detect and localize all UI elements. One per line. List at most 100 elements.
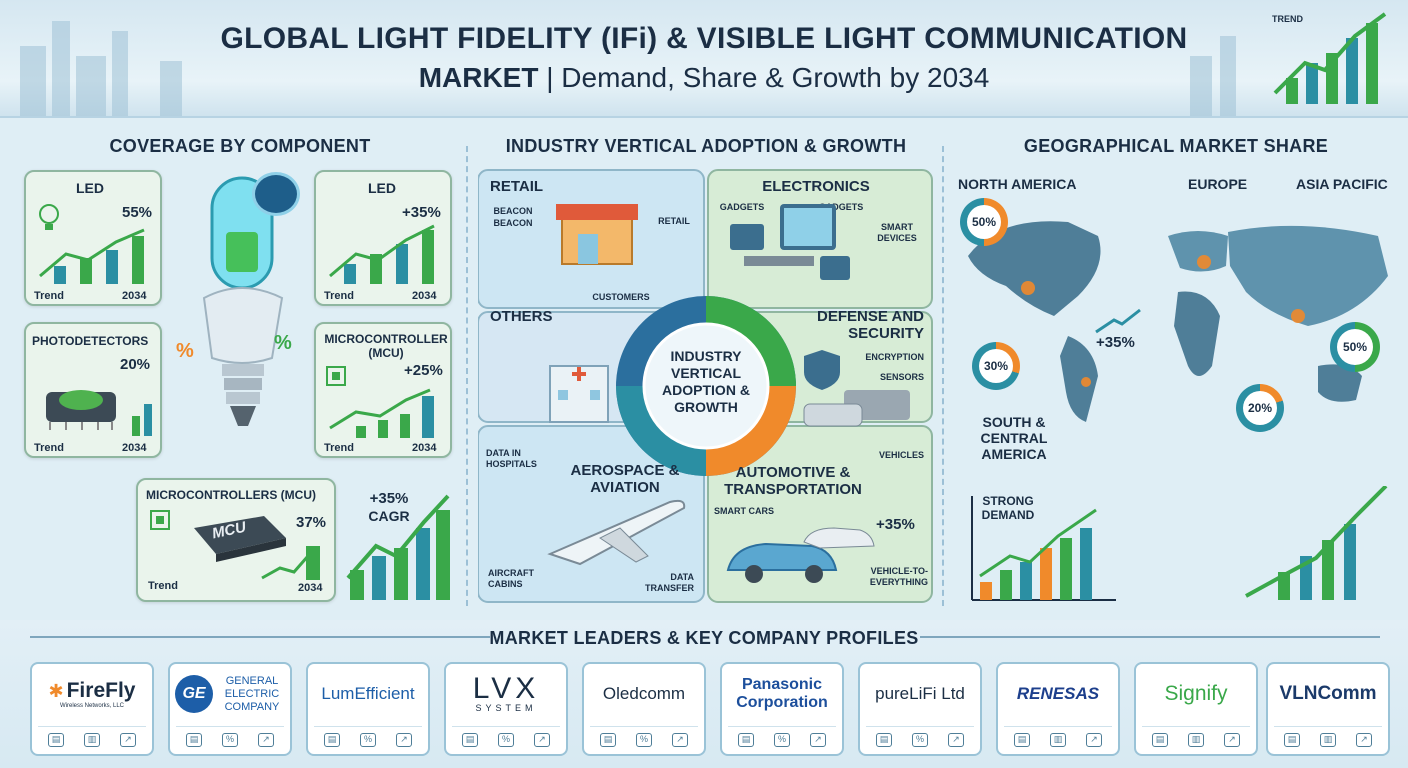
component-section-title: COVERAGE BY COMPONENT — [109, 136, 371, 156]
label-asia-pacific: ASIA PACIFIC — [1296, 176, 1388, 192]
v2x-label: VEHICLE-TO-EVERYTHING — [869, 566, 928, 587]
growth-arrow-icon — [1095, 308, 1141, 334]
company-card-lvx[interactable]: LVX SYSTEM ▤% ↗ — [444, 662, 568, 756]
chart-icon[interactable]: ↗ — [534, 732, 550, 747]
year-label: 2034 — [298, 582, 323, 594]
building-icon[interactable]: ▥ — [1320, 732, 1336, 747]
company-logo: LVX SYSTEM — [446, 664, 566, 724]
retail-store-label: RETAIL — [658, 216, 690, 226]
chart-icon[interactable]: ↗ — [258, 732, 274, 747]
document-icon[interactable]: ▤ — [876, 732, 892, 747]
building-icon[interactable]: ▥ — [84, 732, 100, 747]
gadgets-label: GADGETS — [719, 202, 765, 212]
strong-demand-label: STRONG DEMAND — [981, 494, 1035, 522]
world-map — [968, 221, 1388, 422]
company-card-vlncomm[interactable]: VLNComm ▤ ▥ ↗ — [1266, 662, 1390, 756]
chart-icon[interactable]: ↗ — [396, 732, 412, 747]
company-card-panasonic[interactable]: Panasonic Corporation ▤%↗ — [720, 662, 844, 756]
share-value: 50% — [967, 205, 1001, 239]
percent-icon[interactable]: % — [774, 732, 790, 747]
document-icon[interactable]: ▤ — [738, 732, 754, 747]
document-icon[interactable]: ▤ — [186, 732, 202, 747]
aircraft-cabins-label: AIRCRAFT CABINS — [488, 568, 534, 589]
profile-icons: ▤% ↗ — [452, 726, 560, 752]
company-logo: Signify — [1136, 664, 1256, 724]
card-title: LED — [76, 180, 104, 196]
company-logo: pureLiFi Ltd — [860, 664, 980, 724]
chart-icon[interactable]: ↗ — [948, 732, 964, 747]
card-title: LED — [368, 180, 396, 196]
industry-center-label: INDUSTRY VERTICAL ADOPTION & GROWTH — [662, 348, 750, 415]
photodetector-chip-icon — [46, 390, 152, 436]
company-logo: VLNComm — [1268, 664, 1388, 724]
company-card-renesas[interactable]: RENESAS ▤▥↗ — [996, 662, 1120, 756]
company-card-oledcomm[interactable]: Oledcomm ▤% ↗ — [582, 662, 706, 756]
company-card-ge[interactable]: GE GENERAL ELECTRIC COMPANY ▤%↗ — [168, 662, 292, 756]
profile-icons: ▤ ▥ ↗ — [1274, 726, 1382, 752]
ge-monogram-icon: GE — [175, 675, 213, 713]
retail-beacon-label: BEACON — [493, 218, 533, 228]
company-logo: Oledcomm — [584, 664, 704, 724]
card-pct: +35% — [402, 204, 441, 221]
geo-section-title: GEOGRAPHICAL MARKET SHARE — [1023, 136, 1329, 156]
percent-icon[interactable]: % — [222, 732, 238, 747]
retail-customers-label: CUSTOMERS — [592, 292, 650, 302]
card-title: MICROCONTROLLERS (MCU) — [146, 488, 316, 502]
document-icon[interactable]: ▤ — [48, 732, 64, 747]
segment-automotive: AUTOMOTIVE & TRANSPORTATION — [724, 464, 862, 498]
company-card-purelifi[interactable]: pureLiFi Ltd ▤% ↗ — [858, 662, 982, 756]
segment-defense: DEFENSE AND SECURITY — [817, 308, 924, 342]
chart-icon[interactable]: ↗ — [120, 732, 136, 747]
chart-icon[interactable]: ↗ — [672, 732, 688, 747]
profile-icons: ▤ ▥ ↗ — [1142, 726, 1250, 752]
chart-icon[interactable]: ↗ — [1224, 732, 1240, 747]
company-name: FireFly — [66, 679, 136, 702]
smart-cars-label: SMART CARS — [714, 506, 774, 516]
document-icon[interactable]: ▤ — [600, 732, 616, 747]
smart-devices-label: SMART DEVICES — [877, 222, 917, 243]
building-icon[interactable]: ▥ — [1188, 732, 1204, 747]
segment-retail: RETAIL — [490, 178, 544, 195]
percent-icon: % — [274, 332, 292, 354]
percent-icon[interactable]: % — [360, 732, 376, 747]
chart-icon[interactable]: ↗ — [810, 732, 826, 747]
company-name: Oledcomm — [602, 684, 686, 703]
building-icon[interactable]: ▥ — [1050, 732, 1066, 747]
percent-icon[interactable]: % — [498, 732, 514, 747]
component-card-led-growth: LED +35% Trend 2034 — [314, 170, 452, 306]
title-market-word: MARKET — [418, 62, 539, 93]
document-icon[interactable]: ▤ — [1152, 732, 1168, 747]
document-icon[interactable]: ▤ — [1284, 732, 1300, 747]
component-card-led: LED 55% Trend 2034 — [24, 170, 162, 306]
year-label: 2034 — [412, 442, 437, 454]
chart-icon[interactable]: ↗ — [1356, 732, 1372, 747]
company-card-signify[interactable]: Signify ▤ ▥ ↗ — [1134, 662, 1258, 756]
card-pct: +25% — [404, 362, 443, 379]
page-subtitle: MARKET | Demand, Share & Growth by 2034 — [0, 62, 1408, 94]
geo-growth: +35% — [1096, 334, 1135, 351]
company-card-lumefficient[interactable]: LumEfficient ▤%↗ — [306, 662, 430, 756]
document-icon[interactable]: ▤ — [324, 732, 340, 747]
gadgets-icon — [730, 204, 850, 280]
airplane-icon — [547, 499, 686, 566]
sensors-label: SENSORS — [879, 372, 924, 382]
label-north-america: NORTH AMERICA — [958, 176, 1077, 192]
chart-icon[interactable]: ↗ — [1086, 732, 1102, 747]
trend-label: Trend — [34, 442, 64, 454]
title-rest: | Demand, Share & Growth by 2034 — [538, 62, 990, 93]
share-value: 50% — [1337, 329, 1373, 365]
company-card-firefly[interactable]: ✱FireFly Wireless Networks, LLC ▤▥↗ — [30, 662, 154, 756]
percent-icon[interactable]: % — [912, 732, 928, 747]
smart-car-icon — [726, 527, 875, 583]
mcu-chip-icon — [194, 516, 286, 562]
cagr-label: CAGR — [368, 508, 410, 524]
percent-icon[interactable]: % — [636, 732, 652, 747]
vehicles-label: VEHICLES — [878, 450, 924, 460]
divider-line — [30, 636, 490, 638]
year-label: 2034 — [412, 290, 437, 302]
document-icon[interactable]: ▤ — [462, 732, 478, 747]
section-divider — [942, 146, 944, 606]
document-icon[interactable]: ▤ — [1014, 732, 1030, 747]
label-south-central-america: SOUTH & CENTRAL AMERICA — [980, 414, 1048, 462]
share-value: 20% — [1243, 391, 1277, 425]
